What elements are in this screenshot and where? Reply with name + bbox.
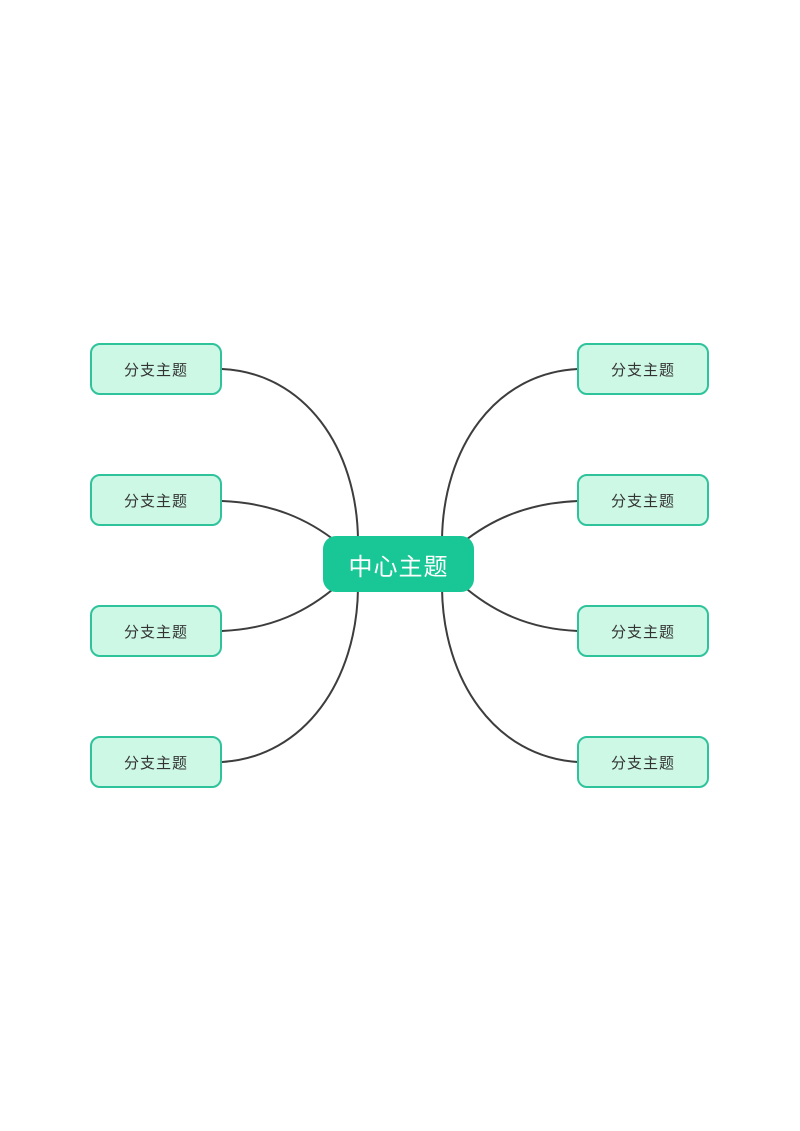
edge-right-3 — [461, 584, 579, 632]
branch-topic-label: 分支主题 — [610, 754, 675, 772]
edge-left-4 — [221, 587, 359, 763]
edge-left-3 — [221, 584, 339, 632]
edge-right-1 — [441, 368, 579, 541]
branch-topic-node-right-3[interactable]: 分支主题 — [577, 605, 709, 657]
branch-topic-label: 分支主题 — [610, 361, 675, 379]
branch-topic-node-left-1[interactable]: 分支主题 — [90, 343, 222, 395]
central-topic-label: 中心主题 — [348, 553, 449, 581]
branch-topic-label: 分支主题 — [123, 361, 188, 379]
branch-topic-node-left-3[interactable]: 分支主题 — [90, 605, 222, 657]
branch-topic-label: 分支主题 — [610, 623, 675, 641]
branch-topic-label: 分支主题 — [123, 492, 188, 510]
branch-topic-label: 分支主题 — [610, 492, 675, 510]
branch-topic-node-right-2[interactable]: 分支主题 — [577, 474, 709, 526]
branch-topic-node-right-1[interactable]: 分支主题 — [577, 343, 709, 395]
edge-left-1 — [221, 368, 359, 541]
branch-topic-node-right-4[interactable]: 分支主题 — [577, 736, 709, 788]
branch-topic-label: 分支主题 — [123, 623, 188, 641]
branch-topic-node-left-4[interactable]: 分支主题 — [90, 736, 222, 788]
branch-topic-node-left-2[interactable]: 分支主题 — [90, 474, 222, 526]
edge-right-4 — [441, 587, 579, 763]
central-topic-node[interactable]: 中心主题 — [323, 536, 474, 592]
edge-right-2 — [461, 500, 579, 544]
edge-left-2 — [221, 500, 339, 544]
branch-topic-label: 分支主题 — [123, 754, 188, 772]
